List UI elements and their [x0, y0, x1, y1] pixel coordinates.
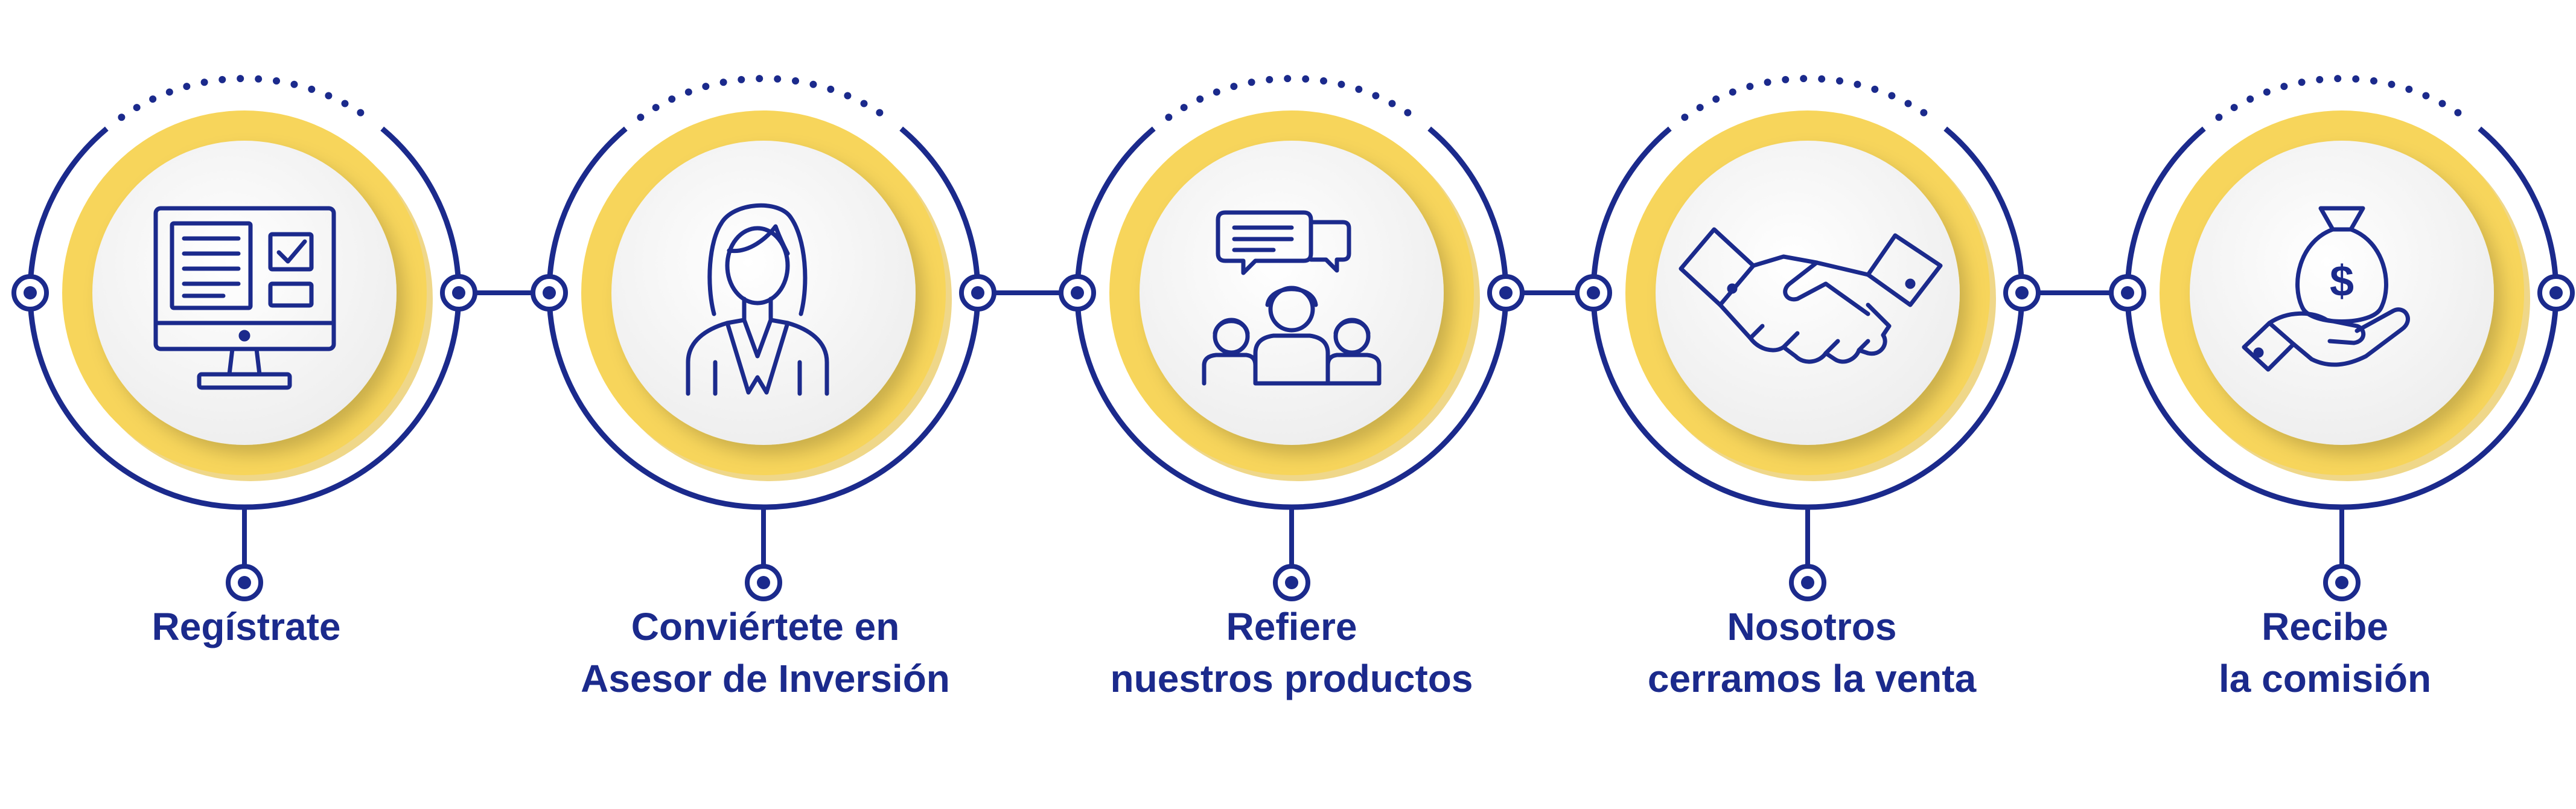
outer-ring-arc: [1590, 126, 2025, 510]
step-label-2: Conviértete en Asesor de Inversión: [581, 605, 950, 700]
step-label-1: Regístrate: [151, 605, 341, 648]
handshake-icon: [1679, 227, 1943, 364]
bottom-dot-4-center: [1801, 576, 1814, 589]
computer-register-icon: [153, 206, 336, 390]
outer-ring-arc: [546, 126, 981, 510]
outer-ring-arc: [2125, 126, 2559, 510]
outer-ring-dots: [118, 75, 371, 121]
connector-dot-right-4-center: [2015, 286, 2029, 299]
refer-group-icon: [1202, 210, 1382, 386]
outer-ring-dots: [1681, 75, 1934, 121]
step-2: [546, 75, 981, 510]
bottom-connectors: [226, 507, 2361, 601]
icon-disc: [92, 141, 397, 445]
icon-disc: [1140, 141, 1444, 445]
svg-text:$: $: [2330, 257, 2354, 305]
step-label-3: Refiere nuestros productos: [1110, 605, 1473, 700]
step-1: [27, 75, 462, 510]
connector-dot-left-1-center: [24, 286, 37, 299]
step-3: [1074, 75, 1509, 510]
connector-dot-left-3-center: [1071, 286, 1084, 299]
connector-dot-left-4-center: [1587, 286, 1600, 299]
connector-dot-right-2-center: [971, 286, 984, 299]
outer-ring-arc: [1074, 126, 1509, 510]
connector-dot-right-1-center: [452, 286, 465, 299]
outer-ring-dots: [2215, 75, 2469, 121]
connector-dot-right-3-center: [1499, 286, 1513, 299]
bottom-dot-2-center: [757, 576, 770, 589]
advisor-woman-icon: [686, 203, 829, 396]
icon-disc: [611, 141, 916, 445]
rings: [11, 75, 2575, 510]
connector-dot-right-5-center: [2549, 286, 2563, 299]
step-label-4: Nosotros cerramos la venta: [1647, 605, 1977, 700]
connector-dot-left-5-center: [2121, 286, 2134, 299]
bottom-dot-5-center: [2335, 576, 2348, 589]
outer-ring-dots: [637, 75, 890, 121]
step-label-5: Recibe la comisión: [2218, 605, 2432, 700]
commission-hand-icon: $: [2242, 206, 2410, 372]
outer-ring-dots: [1165, 75, 1418, 121]
connector-dot-left-2-center: [543, 286, 556, 299]
outer-ring-arc: [27, 126, 462, 510]
bottom-dot-1-center: [238, 576, 251, 589]
bottom-dot-3-center: [1285, 576, 1298, 589]
